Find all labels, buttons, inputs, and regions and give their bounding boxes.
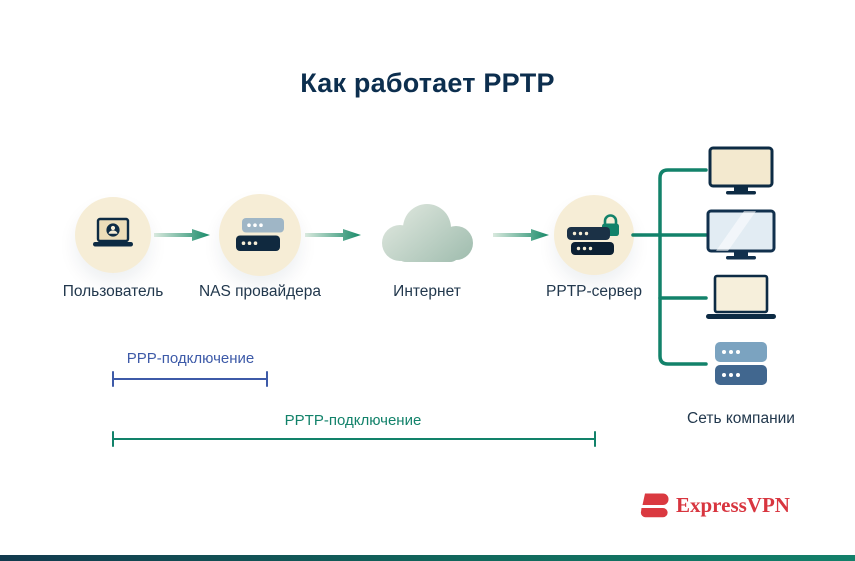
ppp-connection-label: PPP-подключение: [126, 350, 255, 367]
pptp-label: PPTP-сервер: [546, 283, 642, 300]
arrow-icon: [154, 229, 210, 241]
pptp-server-lock-icon: [567, 214, 619, 255]
company-network-label: Сеть компании: [687, 410, 795, 427]
server-rack-icon: [715, 342, 767, 385]
expressvpn-logo-icon: [640, 493, 669, 518]
pptp-connection-label: PPTP-подключение: [284, 412, 422, 429]
bottom-accent-bar: [0, 555, 855, 561]
arrow-icon: [493, 229, 549, 241]
nas-server-icon: [236, 218, 284, 251]
internet-cloud-icon: [382, 204, 473, 262]
laptop-icon: [706, 274, 776, 319]
pptp-server-node: [554, 195, 634, 275]
user-label: Пользователь: [62, 283, 164, 300]
internet-label: Интернет: [393, 283, 461, 300]
arrow-icon: [305, 229, 361, 241]
nas-node: [219, 194, 301, 276]
page-title: Как работает PPTP: [300, 68, 555, 98]
pptp-connection-bracket: [112, 431, 596, 447]
user-node: [75, 197, 151, 273]
desktop-monitor-icon: [706, 209, 776, 260]
ppp-connection-bracket: [112, 371, 268, 387]
fork-connector-lines: [631, 168, 708, 366]
nas-label: NAS провайдера: [198, 283, 322, 300]
user-laptop-icon: [93, 217, 133, 247]
expressvpn-wordmark: ExpressVPN: [676, 493, 790, 517]
desktop-monitor-icon: [708, 146, 774, 195]
